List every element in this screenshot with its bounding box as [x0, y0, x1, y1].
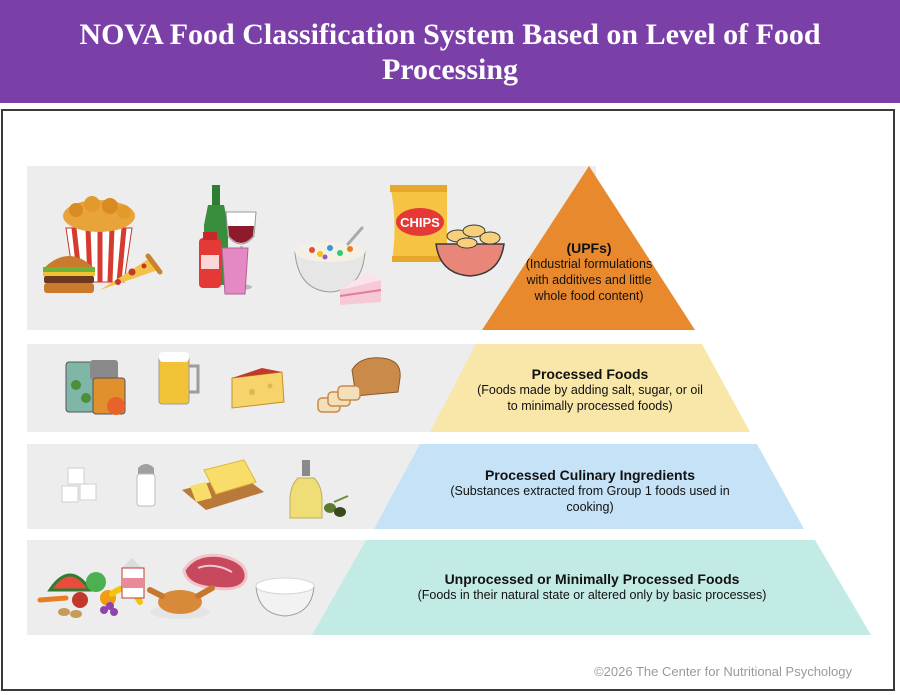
canned-food-icon — [65, 360, 126, 415]
title-banner: NOVA Food Classification System Based on… — [0, 0, 900, 103]
tier-label-upf: (UPFs) (Industrial formulations with add… — [514, 240, 664, 304]
tier-label-unprocessed: Unprocessed or Minimally Processed Foods… — [382, 571, 802, 603]
olive-oil-bottle-icon — [289, 460, 349, 519]
juice-cup-icon — [221, 247, 249, 295]
cheese-wedge-icon — [231, 368, 285, 409]
sugar-cubes-icon — [61, 467, 97, 503]
tier-title-upf: (UPFs) — [566, 240, 612, 256]
chips-bowl-icon — [435, 224, 505, 277]
steak-icon — [182, 553, 248, 591]
tier-title-unprocessed: Unprocessed or Minimally Processed Foods — [444, 571, 740, 587]
chips-label: CHIPS — [400, 215, 440, 230]
beer-mug-icon — [158, 352, 200, 405]
fruits-vegetables-icon — [37, 572, 143, 618]
tier-shape-culinary — [374, 444, 804, 529]
cake-slice-icon — [339, 272, 382, 305]
cereal-bowl-icon — [294, 226, 366, 293]
tier-description-unprocessed: (Foods in their natural state or altered… — [417, 588, 767, 602]
tier-shape-unprocessed — [312, 540, 871, 635]
milk-carton-icon — [121, 558, 145, 599]
burger-icon — [43, 256, 95, 293]
butter-board-icon — [182, 459, 264, 510]
tier-description-processed: (Foods made by adding salt, sugar, or oi… — [477, 383, 703, 413]
soda-bottle-icon — [199, 185, 228, 288]
tier-title-processed: Processed Foods — [531, 366, 649, 382]
salt-shaker-icon — [136, 464, 156, 507]
tier-description-upf: (Industrial formulations with additives … — [525, 257, 653, 303]
tier-title-culinary: Processed Culinary Ingredients — [484, 467, 696, 483]
tier-label-culinary: Processed Culinary Ingredients (Substanc… — [430, 467, 750, 515]
pizza-slice-icon — [100, 253, 163, 290]
tier-shape-upf — [482, 166, 695, 330]
page-title: NOVA Food Classification System Based on… — [79, 17, 821, 86]
copyright-text: ©2026 The Center for Nutritional Psychol… — [594, 664, 852, 679]
tier-description-culinary: (Substances extracted from Group 1 foods… — [450, 484, 730, 514]
chips-bag-icon: CHIPS — [390, 185, 447, 262]
tier-shape-processed — [430, 344, 750, 432]
bread-loaf-icon — [317, 357, 401, 413]
roast-chicken-icon — [147, 585, 215, 619]
tier-label-processed: Processed Foods (Foods made by adding sa… — [472, 366, 708, 414]
rice-bowl-icon — [255, 577, 315, 617]
